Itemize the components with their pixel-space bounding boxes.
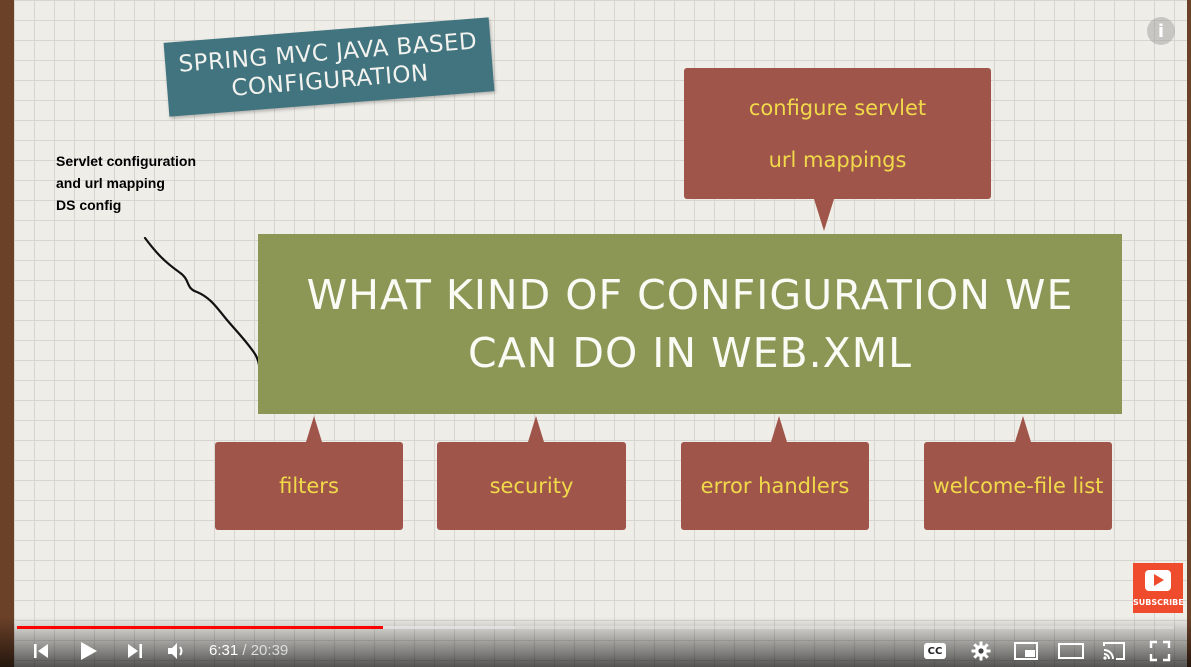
next-icon [128,644,142,658]
theater-mode-icon [1058,643,1084,659]
play-button[interactable] [74,637,102,665]
callout-filters: filters [215,442,403,530]
callout-welcome-file-list-text: welcome-file list [932,474,1104,498]
cast-button[interactable] [1100,637,1128,665]
progress-bar[interactable] [17,626,1174,629]
callout-pointer [306,416,322,442]
youtube-play-icon [1145,570,1171,591]
captions-icon: CC [924,643,946,659]
center-heading-box: WHAT KIND OF CONFIGURATION WE CAN DO IN … [258,234,1122,414]
callout-filters-text: filters [279,474,339,498]
info-icon[interactable]: i [1147,17,1175,45]
callout-pointer [1015,416,1031,442]
handwritten-note: Servlet configuration and url mapping DS… [56,150,196,216]
callout-error-handlers-text: error handlers [700,474,850,498]
miniplayer-button[interactable] [1012,637,1040,665]
callout-pointer [814,199,834,231]
subscribe-watermark-button[interactable]: SUBSCRIBE [1133,563,1184,613]
callout-security-text: security [489,474,574,498]
callout-configure-servlet-text: configure servlet [748,95,927,120]
next-button[interactable] [122,637,148,665]
cast-icon [1103,642,1125,660]
settings-icon [971,641,991,661]
callout-pointer [771,416,787,442]
callout-url-mappings-text: url mappings [768,147,907,172]
previous-button[interactable] [28,637,54,665]
progress-played [17,626,383,629]
fullscreen-button[interactable] [1146,637,1174,665]
fullscreen-icon [1149,640,1171,662]
volume-icon [168,643,183,659]
settings-button[interactable] [968,637,994,665]
callout-pointer [528,416,544,442]
current-time: 6:31 [209,642,239,659]
callout-welcome-file-list: welcome-file list [924,442,1112,530]
note-line-2: and url mapping [56,175,165,191]
callout-configure-servlet: configure servlet url mappings [684,68,991,199]
time-separator: / [238,642,251,659]
callout-error-handlers: error handlers [681,442,869,530]
play-icon [81,642,97,660]
miniplayer-icon [1014,642,1038,660]
callout-security: security [437,442,626,530]
captions-button[interactable]: CC [922,637,948,665]
note-line-1: Servlet configuration [56,153,197,169]
center-heading-line-1: WHAT KIND OF CONFIGURATION WE [306,271,1074,319]
volume-button[interactable] [164,637,190,665]
center-heading-line-2: CAN DO IN WEB.XML [468,329,912,377]
previous-icon [34,644,48,658]
time-display: 6:31 / 20:39 [209,642,288,659]
player-control-bar [0,617,1191,667]
theater-mode-button[interactable] [1057,637,1085,665]
subscribe-label: SUBSCRIBE [1133,598,1184,607]
annotation-scribble [143,236,263,388]
duration: 20:39 [250,642,289,659]
captions-label: CC [927,645,943,657]
note-line-3: DS config [56,197,122,213]
